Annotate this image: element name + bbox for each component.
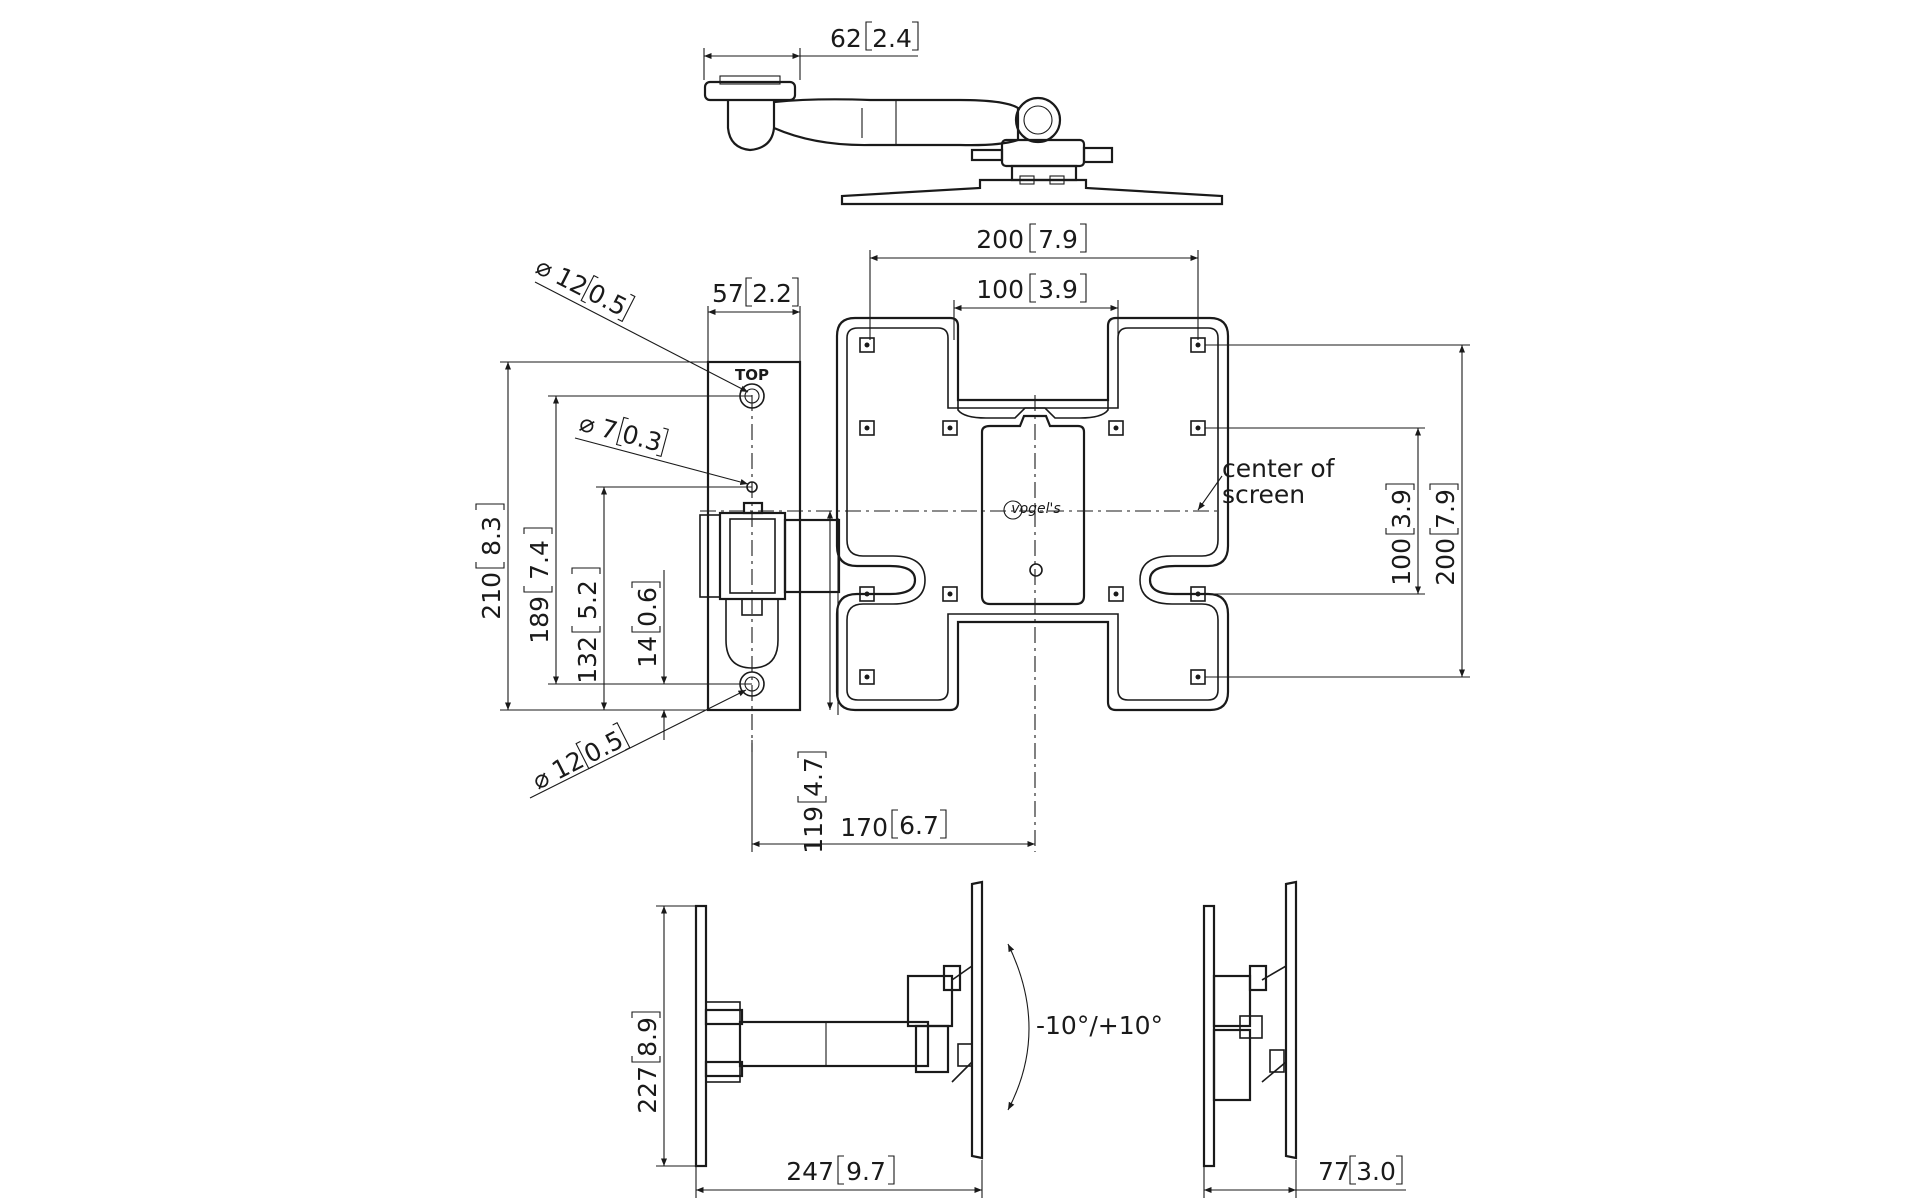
vesa-mounting-holes (859, 337, 1206, 685)
dim-bottom-hole-offset: 14 0.6 (631, 581, 662, 668)
dim-vesa-inner-height: 100 3.9 (1385, 483, 1416, 586)
dim-hole-bottom-diameter: ⌀ 12 0.5 (528, 722, 631, 796)
svg-text:132: 132 (573, 636, 602, 684)
top-view-pivot-knob (1014, 96, 1062, 144)
vesa-hole (859, 337, 875, 353)
top-view-wall-knuckle (726, 100, 776, 152)
tilt-arrow (1007, 943, 1030, 1111)
side-wall-plate (694, 904, 708, 1168)
svg-text:119: 119 (799, 806, 828, 854)
side-arm (738, 1020, 930, 1068)
svg-text:200: 200 (976, 225, 1024, 254)
svg-text:center of: center of (1222, 454, 1336, 483)
vesa-hole (942, 420, 958, 436)
dim-side-height: 227 8.9 (631, 1011, 662, 1114)
top-view-arm (773, 98, 1020, 147)
svg-text:0.5: 0.5 (579, 725, 628, 769)
dim-min-depth: 77 3.0 (1318, 1155, 1403, 1186)
top-view-wall-bracket (703, 80, 797, 102)
dim-top-arm-offset: 62 2.4 (830, 21, 919, 53)
vesa-hole (1108, 420, 1124, 436)
svg-text:4.7: 4.7 (799, 757, 828, 797)
vesa-plate: vogel's (835, 316, 1230, 712)
vesa-center-slider (980, 414, 1086, 606)
vesa-hole (859, 420, 875, 436)
retracted-wall-plate (1202, 904, 1216, 1168)
svg-text:7.9: 7.9 (1038, 225, 1078, 254)
dim-hole-spacing: 189 7.4 (523, 527, 554, 644)
dim-vesa-inner-width: 100 3.9 (976, 273, 1087, 304)
dim-screen-center-drop: 119 4.7 (797, 751, 828, 854)
svg-text:⌀: ⌀ (576, 408, 598, 440)
svg-text:0.5: 0.5 (583, 278, 632, 322)
svg-text:5.2: 5.2 (573, 580, 602, 620)
wall-plate: TOP (699, 360, 841, 712)
vesa-hole (859, 586, 875, 602)
top-marker: TOP (735, 366, 769, 384)
svg-text:screen: screen (1222, 480, 1305, 509)
svg-text:7.4: 7.4 (525, 540, 554, 580)
svg-text:6.7: 6.7 (899, 811, 939, 840)
svg-text:170: 170 (840, 813, 888, 842)
dim-wall-plate-width: 57 2.2 (712, 277, 799, 308)
dim-hole-top-diameter: ⌀ 12 0.5 (531, 252, 636, 323)
dim-wall-plate-height: 210 8.3 (475, 503, 506, 620)
svg-text:7.9: 7.9 (1431, 489, 1460, 529)
dim-max-depth: 247 9.7 (786, 1155, 895, 1186)
svg-text:3.0: 3.0 (1356, 1157, 1396, 1186)
dim-vesa-outer-width: 200 7.9 (976, 223, 1087, 254)
dim-vesa-outer-height: 200 7.9 (1429, 483, 1460, 586)
front-view-arm (783, 518, 841, 594)
svg-text:62: 62 (830, 24, 862, 53)
svg-text:3.9: 3.9 (1387, 489, 1416, 529)
svg-text:3.9: 3.9 (1038, 275, 1078, 304)
vesa-hole (1190, 337, 1206, 353)
tilt-label: -10°/+10° (1036, 1011, 1163, 1040)
svg-text:9.7: 9.7 (846, 1157, 886, 1186)
dim-pivot-height: 132 5.2 (571, 567, 602, 684)
vesa-hole (1190, 420, 1206, 436)
svg-text:100: 100 (976, 275, 1024, 304)
svg-text:0.6: 0.6 (633, 587, 662, 627)
top-view-screen-plate (840, 178, 1224, 206)
svg-text:⌀: ⌀ (531, 252, 558, 285)
svg-text:14: 14 (633, 636, 662, 668)
svg-text:8.9: 8.9 (633, 1017, 662, 1057)
svg-text:2.4: 2.4 (872, 24, 912, 53)
center-of-screen-note: center of screen (1197, 454, 1336, 511)
svg-text:8.3: 8.3 (477, 516, 506, 556)
svg-text:227: 227 (633, 1066, 662, 1114)
svg-text:77: 77 (1318, 1157, 1350, 1186)
side-view-retracted: 77 3.0 (1202, 880, 1406, 1198)
svg-text:189: 189 (525, 596, 554, 644)
svg-text:100: 100 (1387, 538, 1416, 586)
front-view: vogel's TOP (475, 223, 1470, 854)
dim-screen-center-offset: 170 6.7 (840, 809, 947, 842)
svg-text:247: 247 (786, 1157, 834, 1186)
svg-text:57: 57 (712, 279, 744, 308)
svg-text:210: 210 (477, 572, 506, 620)
vesa-hole (1190, 669, 1206, 685)
top-view: 62 2.4 (703, 21, 1224, 206)
svg-text:7: 7 (598, 413, 621, 445)
vesa-hole (1108, 586, 1124, 602)
brand-logo: vogel's (1011, 501, 1060, 517)
svg-text:2.2: 2.2 (752, 279, 792, 308)
side-view-extended: -10°/+10° 227 8.9 247 9.7 (631, 880, 1163, 1198)
vesa-hole (942, 586, 958, 602)
svg-text:⌀: ⌀ (528, 763, 555, 796)
svg-text:200: 200 (1431, 538, 1460, 586)
vesa-hole (859, 669, 875, 685)
